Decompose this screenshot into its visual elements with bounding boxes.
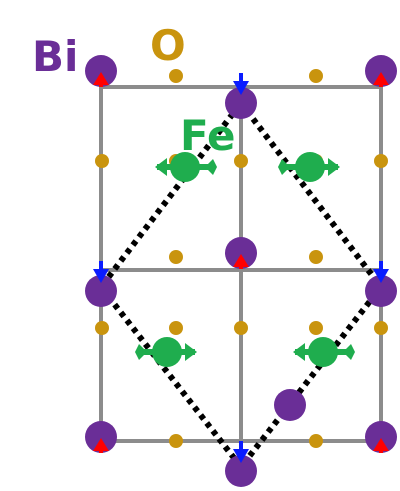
spin-up-arrow — [93, 72, 109, 85]
iron-spin-tail — [205, 159, 217, 175]
spin-up-arrow — [373, 72, 389, 85]
iron-spin-tail — [135, 344, 147, 360]
spin-up-arrow — [233, 254, 249, 267]
oxygen-atom — [95, 154, 109, 168]
bi-label: Bi — [32, 32, 78, 81]
spin-down-stem — [239, 73, 243, 83]
bismuth-atom — [85, 55, 117, 87]
spin-down-stem — [99, 261, 103, 271]
oxygen-atom — [309, 321, 323, 335]
iron-atom — [170, 152, 200, 182]
oxygen-atom — [169, 434, 183, 448]
spin-down-arrow — [233, 449, 249, 463]
spin-arrows — [93, 72, 389, 463]
oxygen-atom — [169, 69, 183, 83]
iron-spin-arrowhead — [293, 343, 305, 361]
iron-spin-tail — [343, 344, 355, 360]
oxygen-atom — [95, 321, 109, 335]
oxygen-atom — [309, 434, 323, 448]
oxygen-atom — [309, 250, 323, 264]
spin-down-arrow — [233, 81, 249, 95]
rhombohedral-cell-outline — [97, 98, 385, 472]
bismuth-atom — [274, 389, 306, 421]
oxygen-atom — [309, 69, 323, 83]
oxygen-atom — [374, 321, 388, 335]
bismuth-atom — [365, 55, 397, 87]
oxygen-atom — [169, 250, 183, 264]
iron-spin-tail — [278, 159, 290, 175]
iron-spin-arrowhead — [185, 343, 197, 361]
spin-down-arrow — [373, 269, 389, 283]
bismuth-atom — [225, 87, 257, 119]
unit-cell-boundary — [97, 98, 385, 472]
iron-atom — [308, 337, 338, 367]
oxygen-atom — [374, 154, 388, 168]
bismuth-atom — [225, 237, 257, 269]
iron-atom — [295, 152, 325, 182]
fe-label: Fe — [180, 111, 235, 160]
spin-down-arrow — [93, 269, 109, 283]
spin-down-stem — [379, 261, 383, 271]
bismuth-atoms — [85, 55, 397, 487]
iron-spin-arrowhead — [155, 158, 167, 176]
oxygen-atom — [169, 321, 183, 335]
spin-up-arrow — [93, 438, 109, 451]
spin-up-stem — [379, 447, 383, 453]
iron-atoms — [135, 152, 355, 367]
spin-up-stem — [239, 263, 243, 269]
iron-spin-arrowhead — [328, 158, 340, 176]
spin-up-stem — [99, 81, 103, 87]
o-label: O — [150, 21, 186, 70]
bismuth-atom — [225, 455, 257, 487]
oxygen-atom — [234, 321, 248, 335]
bismuth-atom — [85, 275, 117, 307]
spin-up-stem — [379, 81, 383, 87]
spin-down-stem — [239, 441, 243, 451]
iron-atom — [152, 337, 182, 367]
bismuth-atom — [365, 275, 397, 307]
spin-up-arrow — [373, 438, 389, 451]
oxygen-atom — [234, 154, 248, 168]
spin-up-stem — [99, 447, 103, 453]
bismuth-atom — [365, 421, 397, 453]
bismuth-atom — [85, 421, 117, 453]
